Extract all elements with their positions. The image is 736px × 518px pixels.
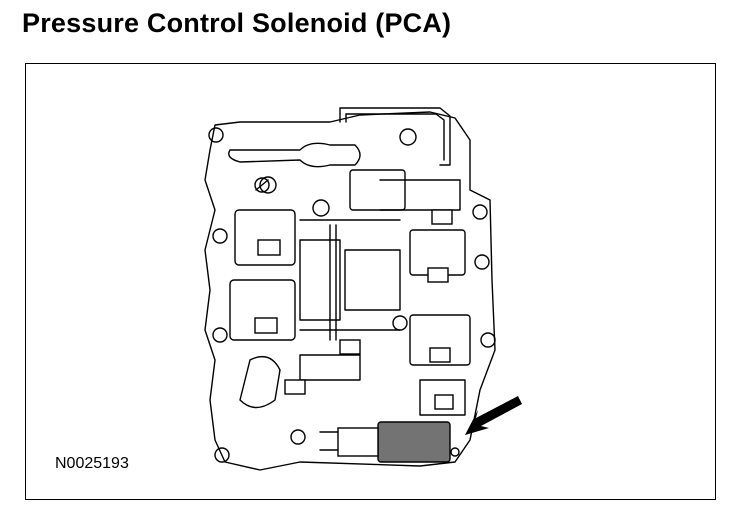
fluid-tube [339, 107, 451, 166]
pointer-arrow-icon [465, 396, 522, 435]
valve-body-diagram [204, 107, 522, 471]
slotted-plug [254, 177, 270, 193]
bolt-group [208, 127, 496, 463]
page-title: Pressure Control Solenoid (PCA) [22, 8, 452, 38]
solenoid-icon [319, 421, 460, 463]
valve-chambers [229, 169, 471, 416]
valve-body-outline [204, 111, 496, 471]
connector-group [254, 209, 454, 410]
oval-passage [228, 142, 361, 168]
diagram-frame [25, 63, 716, 500]
figure-code: N0025193 [55, 455, 129, 472]
